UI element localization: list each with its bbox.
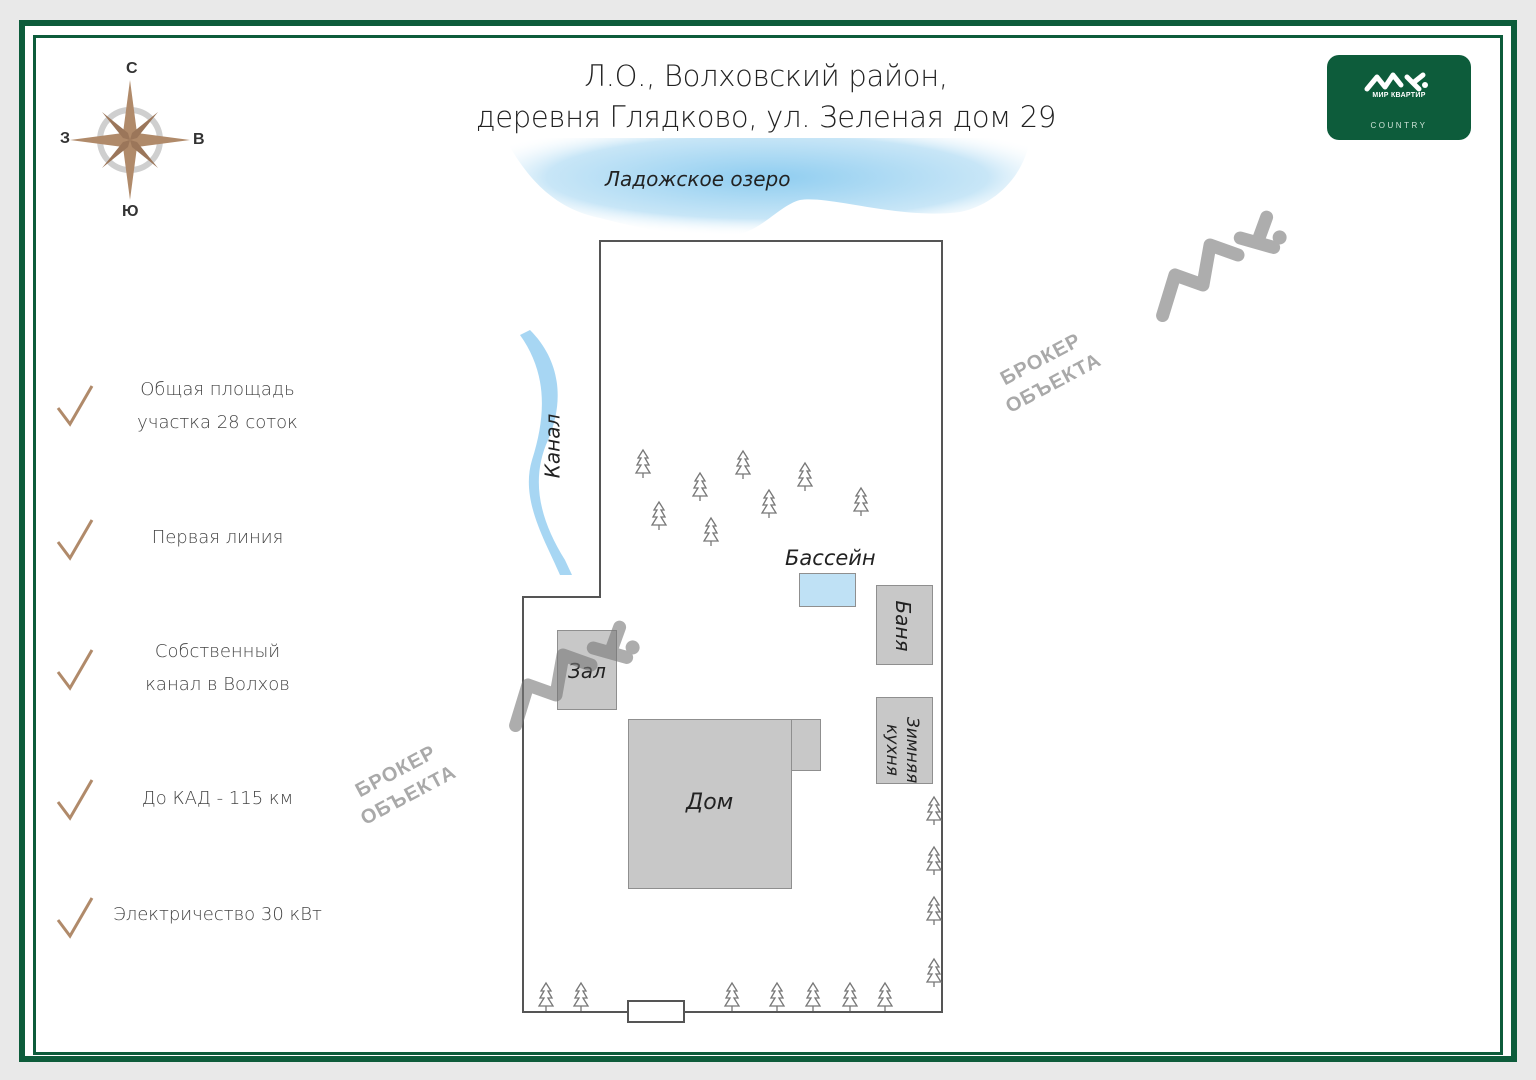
tree-icon — [703, 517, 719, 547]
lake-label: Ладожское озеро — [605, 167, 791, 191]
tree-icon — [651, 501, 667, 531]
feature-canal: Собственный канал в Волхов — [100, 635, 335, 701]
compass-south: Ю — [122, 203, 139, 220]
title-line-2: деревня Глядково, ул. Зеленая дом 29 — [475, 100, 1057, 134]
pool — [799, 573, 856, 607]
tree-icon — [926, 958, 942, 988]
feature-line: До КАД - 115 км — [141, 788, 294, 809]
tree-icon — [692, 472, 708, 502]
tree-icon — [769, 982, 785, 1012]
compass-west: З — [60, 130, 71, 147]
inner-frame — [33, 35, 1503, 1055]
compass-rose-icon — [70, 80, 190, 200]
tree-icon — [724, 982, 740, 1012]
check-icon — [56, 519, 94, 561]
feature-area: Общая площадь участка 28 соток — [100, 373, 335, 439]
logo-mark-icon — [1364, 72, 1428, 92]
feature-distance: До КАД - 115 км — [100, 782, 335, 815]
house-building: Дом — [628, 719, 792, 889]
feature-first-line: Первая линия — [100, 521, 335, 554]
tree-icon — [877, 982, 893, 1012]
tree-icon — [842, 982, 858, 1012]
feature-line: Общая площадь — [140, 379, 295, 400]
check-icon — [56, 649, 94, 691]
gate — [627, 1000, 685, 1023]
title-line-1: Л.О., Волховский район, — [584, 59, 948, 93]
tree-icon — [926, 896, 942, 926]
winter-kitchen-building: Зимняя кухня — [876, 697, 933, 784]
house-label: Дом — [686, 790, 734, 815]
tree-icon — [538, 982, 554, 1012]
tree-icon — [735, 450, 751, 480]
tree-icon — [635, 449, 651, 479]
sauna-building: Баня — [876, 585, 933, 665]
compass-north: С — [126, 60, 138, 77]
tree-icon — [761, 489, 777, 519]
feature-line: Собственный — [154, 641, 281, 662]
watermark-logo-icon — [1156, 210, 1287, 323]
tree-icon — [926, 796, 942, 826]
feature-line: канал в Волхов — [145, 674, 290, 695]
pool-label: Бассейн — [785, 546, 876, 570]
watermark-logo-icon — [509, 620, 640, 733]
check-icon — [56, 385, 94, 427]
logo-sub-text: COUNTRY — [1370, 121, 1428, 130]
check-icon — [56, 779, 94, 821]
tree-icon — [573, 982, 589, 1012]
tree-icon — [797, 462, 813, 492]
tree-icon — [926, 846, 942, 876]
feature-line: Электричество 30 кВт — [113, 904, 322, 925]
company-logo: МИР КВАРТИР COUNTRY — [1327, 55, 1471, 140]
feature-line: участка 28 соток — [137, 412, 298, 433]
tree-icon — [853, 487, 869, 517]
compass-east: В — [193, 131, 205, 148]
feature-line: Первая линия — [151, 527, 284, 548]
page-title: Л.О., Волховский район, деревня Глядково… — [416, 56, 1116, 138]
logo-brand-text: МИР КВАРТИР — [1372, 92, 1426, 99]
feature-electricity: Электричество 30 кВт — [100, 898, 335, 931]
tree-icon — [805, 982, 821, 1012]
house-annex — [790, 719, 821, 771]
check-icon — [56, 897, 94, 939]
